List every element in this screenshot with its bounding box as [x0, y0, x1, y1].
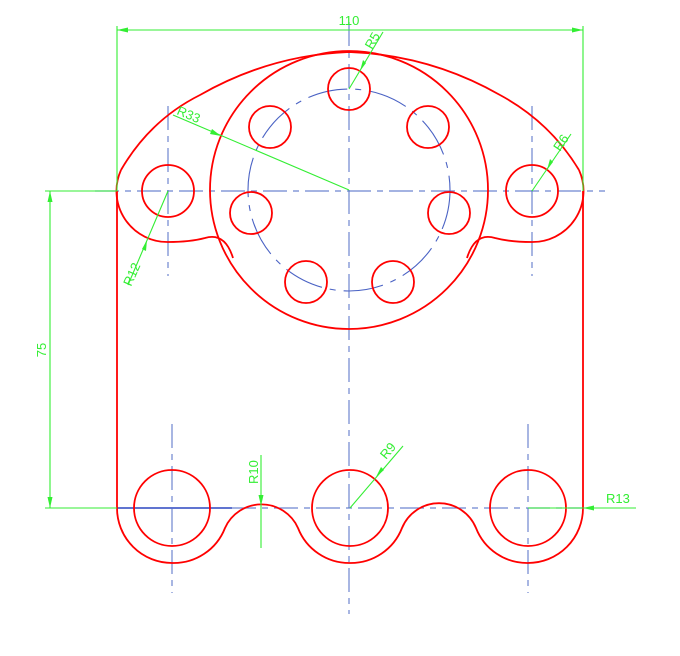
dim-text-r12: R12: [120, 260, 143, 288]
bolt-hole-left: [229, 191, 273, 235]
top-envelope-arc: [120, 51, 580, 171]
dimensions: 110 75 R5 R33 R12: [34, 13, 636, 548]
dim-r10: R10: [246, 455, 264, 548]
dim-r9: R9: [349, 440, 404, 509]
bolt-hole-top: [327, 67, 371, 111]
dim-text-r33: R33: [175, 103, 203, 126]
dim-text-r9: R9: [377, 440, 399, 462]
bolt-hole-right: [427, 191, 471, 235]
left-ear-outer-arc: [115, 169, 234, 259]
part-outline: [115, 50, 585, 564]
dim-r12: R12: [120, 190, 169, 288]
dim-text-110: 110: [339, 13, 360, 28]
bottom-middle-hole: [311, 469, 389, 547]
dim-overall-width: 110: [116, 13, 584, 191]
bolt-hole-upper-right: [406, 105, 450, 149]
dim-r13: R13: [528, 491, 636, 511]
dim-text-r10: R10: [246, 460, 261, 484]
bolt-circle-pcd: [247, 88, 451, 292]
bolt-hole-upper-left: [248, 105, 292, 149]
left-ear-hole: [141, 164, 195, 218]
right-ear-hole: [505, 164, 559, 218]
dim-text-r5: R5: [362, 30, 383, 52]
bolt-hole-lower-left: [284, 260, 328, 304]
bolt-hole-lower-right: [371, 260, 415, 304]
dim-text-75: 75: [34, 343, 49, 357]
dim-hole-center-height: 75: [34, 190, 117, 509]
holes: [133, 67, 567, 547]
dim-text-r13: R13: [606, 491, 630, 506]
big-boss-circle: [209, 50, 489, 330]
dim-r5: R5: [348, 30, 384, 90]
bottom-left-hole: [133, 469, 211, 547]
dim-r6: R6: [531, 132, 572, 192]
bottom-wavy-edge: [116, 502, 584, 564]
right-ear-outer-arc: [466, 169, 585, 259]
